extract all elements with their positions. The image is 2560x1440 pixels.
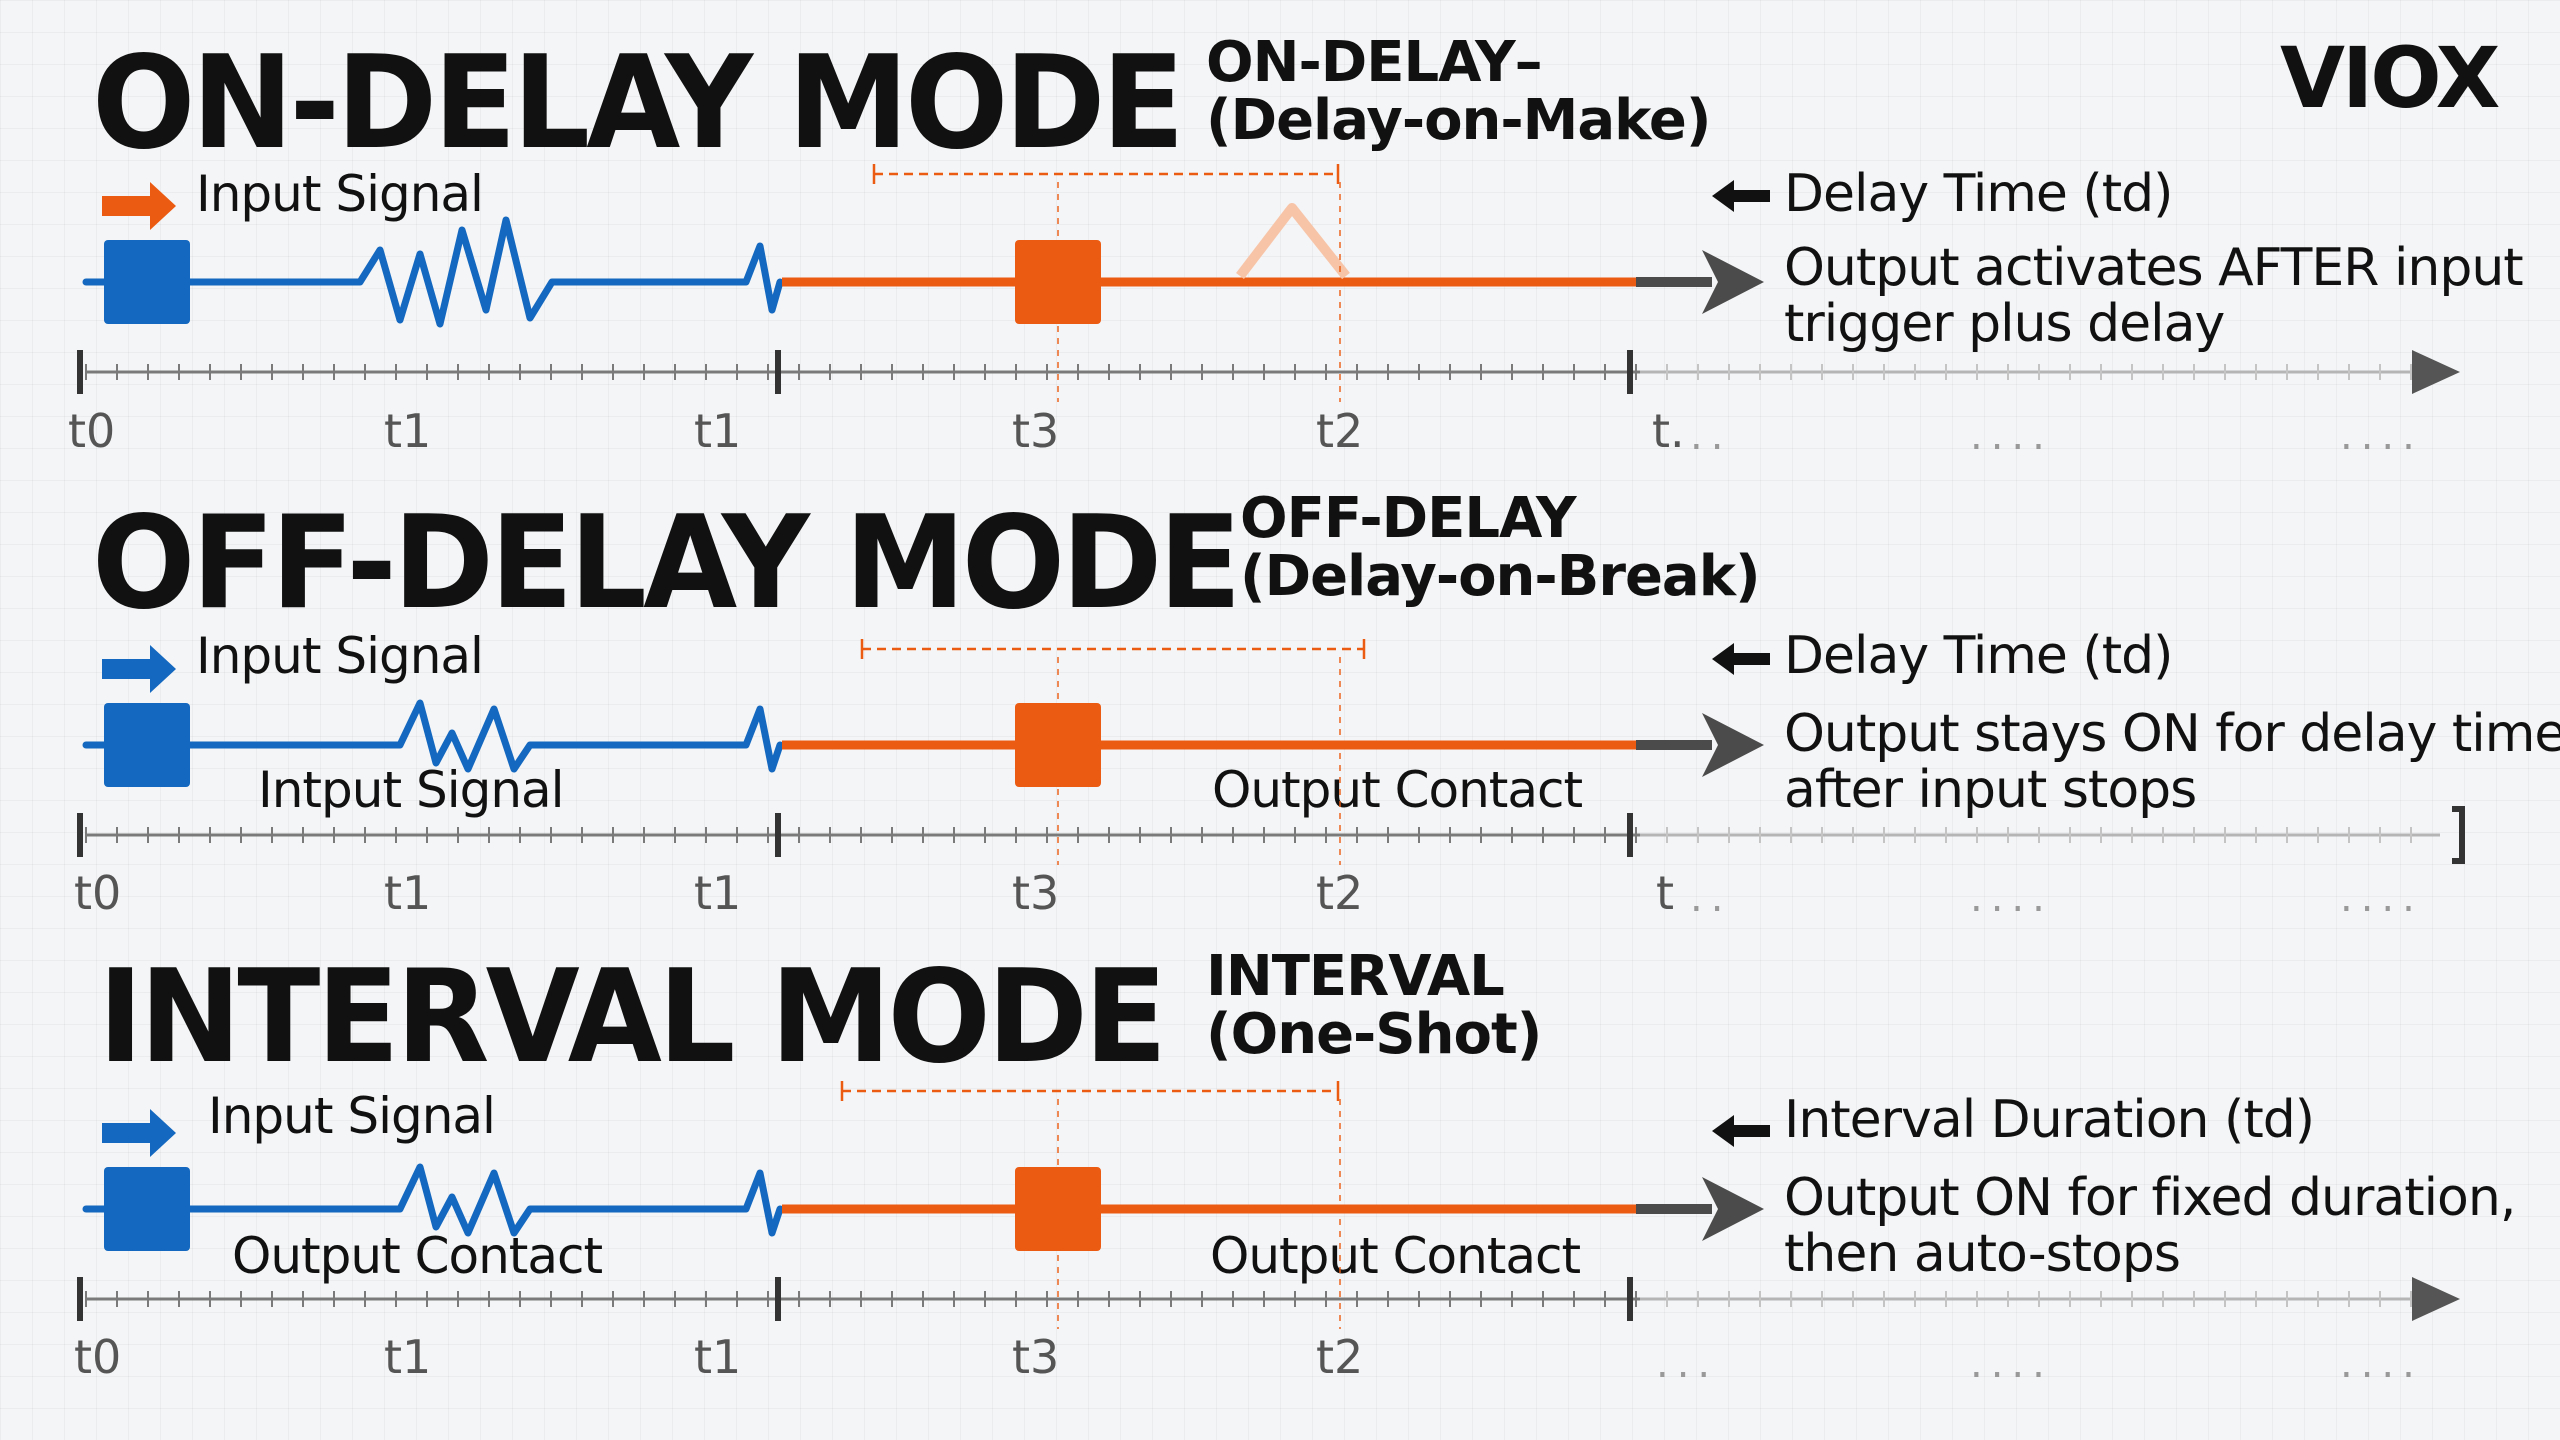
on-delay-dots-1: .... bbox=[1970, 413, 2053, 459]
on-delay-title: ON-DELAY MODE bbox=[92, 29, 1185, 178]
on-delay-input-block bbox=[104, 240, 190, 324]
off-delay-note-line1: Output stays ON for delay time bbox=[1784, 704, 2560, 764]
interval-note-line1: Output ON for fixed duration, bbox=[1784, 1168, 2516, 1228]
off-delay-delay-left-arrow-icon bbox=[1712, 643, 1770, 675]
interval-delay-label: Interval Duration (td) bbox=[1784, 1090, 2315, 1150]
interval-note-line2: then auto-stops bbox=[1784, 1224, 2181, 1284]
brand-logo: VIOX bbox=[2280, 29, 2500, 127]
interval-subtitle-line2: (One-Shot) bbox=[1206, 1002, 1542, 1067]
off-delay-input-block bbox=[104, 703, 190, 787]
off-delay-tick-label-3: t3 bbox=[1012, 866, 1060, 920]
interval-output-arrowhead-icon bbox=[1702, 1177, 1764, 1241]
interval-tick-label-0: t0 bbox=[74, 1330, 122, 1384]
interval-title: INTERVAL MODE bbox=[98, 943, 1167, 1092]
on-delay-dots-2: .... bbox=[2340, 413, 2423, 459]
off-delay-tick-label-5: t bbox=[1656, 866, 1675, 920]
on-delay-output-pulse-ghost bbox=[1236, 203, 1350, 280]
interval-tick-label-1: t1 bbox=[384, 1330, 432, 1384]
on-delay-dots-0: .. bbox=[1690, 413, 1732, 459]
on-delay-subtitle-line2: (Delay-on-Make) bbox=[1206, 88, 1711, 153]
on-delay-output-arrowhead-icon bbox=[1702, 250, 1764, 314]
off-delay-title: OFF-DELAY MODE bbox=[92, 489, 1242, 638]
on-delay-input-waveform bbox=[82, 216, 784, 328]
interval-input-waveform bbox=[82, 1163, 784, 1237]
off-delay-axis-end-bracket bbox=[2452, 806, 2465, 864]
off-delay-input-label: Input Signal bbox=[196, 627, 484, 685]
interval-dots-2: .... bbox=[2340, 1341, 2423, 1387]
on-delay-delay-label: Delay Time (td) bbox=[1784, 164, 2173, 224]
off-delay-tick-label-2: t1 bbox=[694, 866, 742, 920]
on-delay-tick-label-1: t1 bbox=[384, 404, 432, 458]
interval-input-block bbox=[104, 1167, 190, 1251]
on-delay-tick-label-5: t. bbox=[1652, 404, 1685, 458]
interval-delay-left-arrow-icon bbox=[1712, 1115, 1770, 1147]
on-delay-tick-label-2: t1 bbox=[694, 404, 742, 458]
off-delay-output-arrowhead-icon bbox=[1702, 713, 1764, 777]
on-delay-tick-label-0: t0 bbox=[68, 404, 116, 458]
off-delay-tick-label-4: t2 bbox=[1316, 866, 1364, 920]
off-delay-input-waveform bbox=[82, 699, 784, 773]
interval-input-label: Input Signal bbox=[208, 1087, 496, 1145]
on-delay-note-line1: Output activates AFTER input bbox=[1784, 238, 2524, 298]
off-delay-dots-1: .... bbox=[1970, 875, 2053, 921]
off-delay-subtitle-line1: OFF-DELAY bbox=[1240, 486, 1577, 551]
off-delay-under-right-label: Output Contact bbox=[1212, 761, 1583, 819]
off-delay-note-line2: after input stops bbox=[1784, 760, 2197, 820]
off-delay-dots-2: .... bbox=[2340, 875, 2423, 921]
off-delay-dots-0: .. bbox=[1690, 875, 1732, 921]
off-delay-subtitle-line2: (Delay-on-Break) bbox=[1240, 544, 1761, 609]
on-delay-subtitle-line1: ON-DELAY– bbox=[1206, 30, 1543, 95]
on-delay-tick-label-4: t2 bbox=[1316, 404, 1364, 458]
interval-tick-label-3: t3 bbox=[1012, 1330, 1060, 1384]
interval-input-right-arrow-icon bbox=[102, 1109, 176, 1157]
interval-under-right-label: Output Contact bbox=[1210, 1227, 1581, 1285]
on-delay-input-right-arrow-icon bbox=[102, 182, 176, 230]
off-delay-tick-label-1: t1 bbox=[384, 866, 432, 920]
off-delay-delay-label: Delay Time (td) bbox=[1784, 626, 2173, 686]
on-delay-note-line2: trigger plus delay bbox=[1784, 294, 2225, 354]
off-delay-tick-label-0: t0 bbox=[74, 866, 122, 920]
interval-tick-label-2: t1 bbox=[694, 1330, 742, 1384]
on-delay-axis-arrowhead-icon bbox=[2412, 350, 2460, 394]
interval-dots-1: .... bbox=[1970, 1341, 2053, 1387]
interval-dots-0: ... bbox=[1656, 1341, 1719, 1387]
on-delay-delay-left-arrow-icon bbox=[1712, 180, 1770, 212]
interval-axis-arrowhead-icon bbox=[2412, 1277, 2460, 1321]
interval-under-left-label: Output Contact bbox=[232, 1227, 603, 1285]
off-delay-input-right-arrow-icon bbox=[102, 645, 176, 693]
interval-tick-label-4: t2 bbox=[1316, 1330, 1364, 1384]
on-delay-input-label: Input Signal bbox=[196, 165, 484, 223]
on-delay-tick-label-3: t3 bbox=[1012, 404, 1060, 458]
interval-subtitle-line1: INTERVAL bbox=[1206, 944, 1505, 1009]
